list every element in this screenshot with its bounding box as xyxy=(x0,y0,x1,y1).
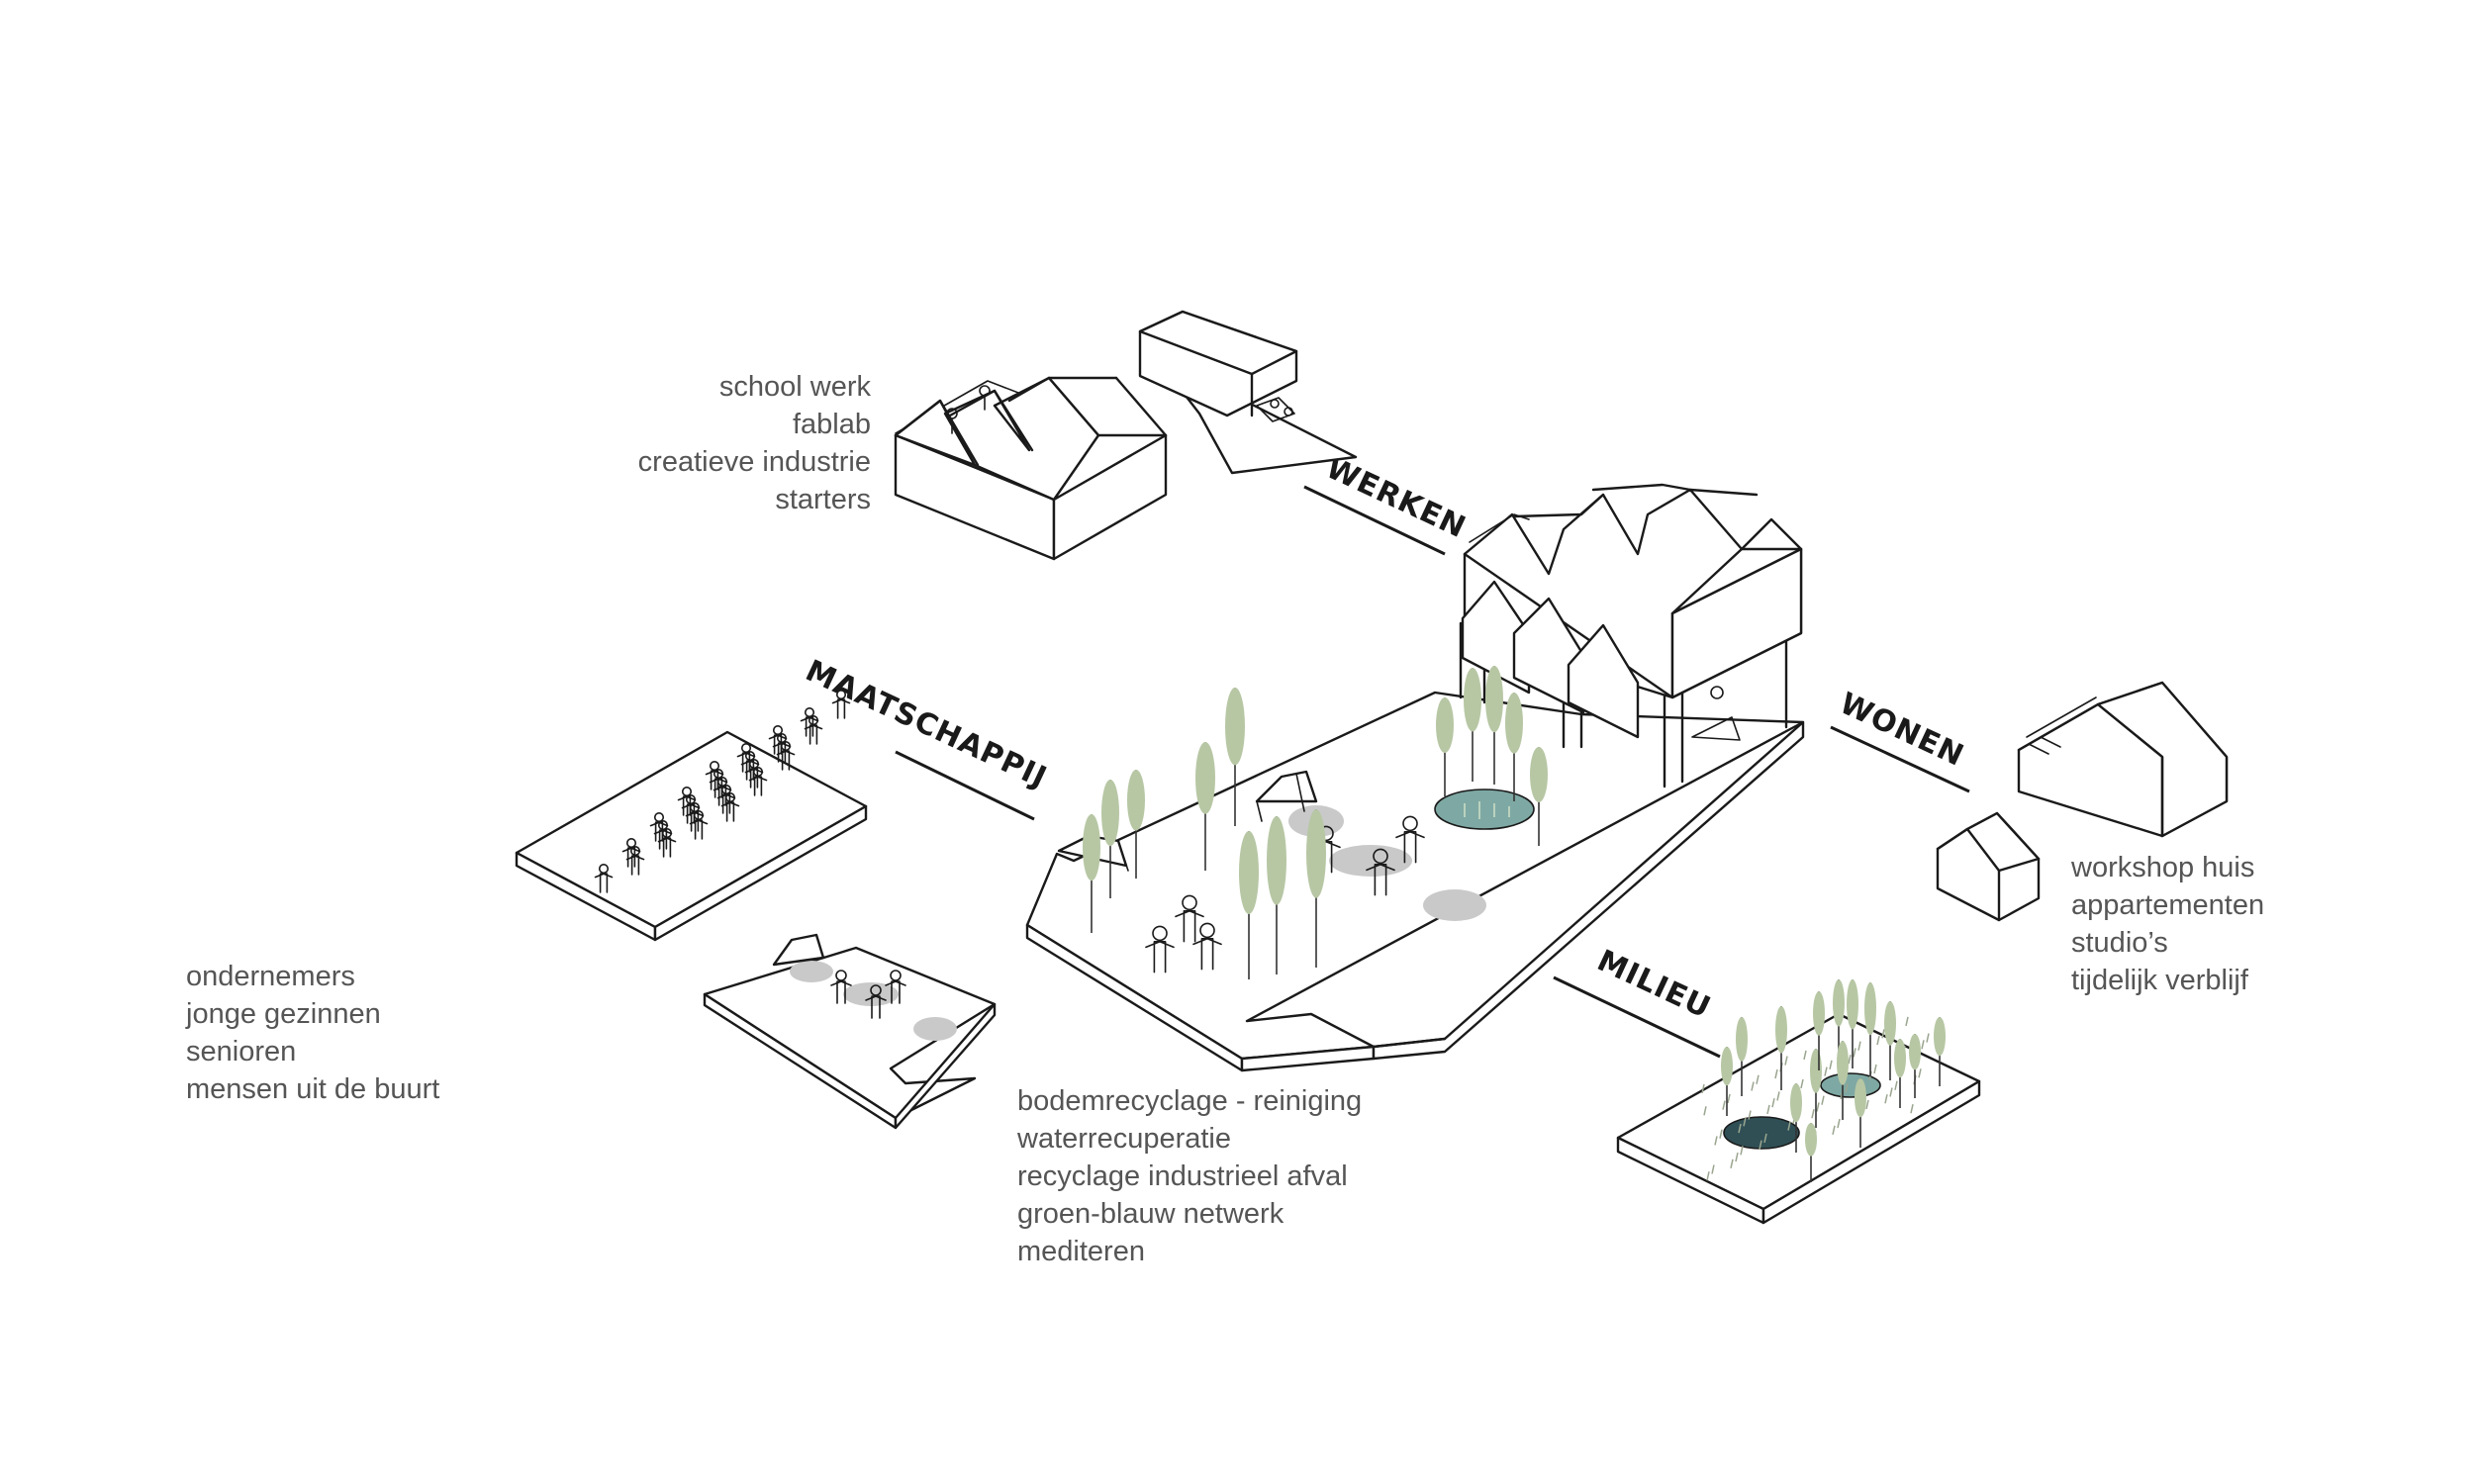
tree-icon xyxy=(1736,1017,1748,1096)
meeting-platform xyxy=(703,933,997,1130)
tent-icon xyxy=(772,933,825,967)
house-icon xyxy=(1936,811,2041,922)
person-icon xyxy=(1192,922,1222,971)
workshop-building-icon xyxy=(894,376,1168,561)
person-icon xyxy=(736,743,756,773)
person-icon xyxy=(831,690,851,719)
tree-icon xyxy=(1267,816,1286,974)
tree-icon xyxy=(1813,991,1825,1070)
tree-icon xyxy=(1195,742,1215,871)
leader-maatschappij xyxy=(895,750,1035,821)
person-icon xyxy=(800,707,819,737)
tree-icon xyxy=(1306,809,1326,968)
tree-icon xyxy=(1239,831,1259,979)
tree-group xyxy=(1083,666,1548,979)
central-site xyxy=(1025,483,1805,1072)
tree-icon xyxy=(1101,780,1119,898)
svg-text:workshop huis: workshop huis xyxy=(2070,852,2254,883)
svg-text:fablab: fablab xyxy=(793,409,871,440)
tree-icon xyxy=(1721,1047,1733,1116)
tree-icon xyxy=(1847,979,1858,1068)
person-icon xyxy=(768,725,788,755)
svg-text:jonge gezinnen: jonge gezinnen xyxy=(185,998,381,1030)
people-group xyxy=(1145,815,1425,974)
tree-icon xyxy=(1884,1001,1896,1080)
svg-text:creatieve industrie: creatieve industrie xyxy=(638,446,871,478)
tree-icon xyxy=(1775,1006,1787,1090)
tent-icon xyxy=(1255,770,1318,822)
svg-text:mediteren: mediteren xyxy=(1017,1236,1145,1267)
tree-icon xyxy=(1855,1078,1866,1148)
eco-platform xyxy=(1616,979,1981,1225)
tree-icon xyxy=(1909,1034,1921,1098)
tree-icon xyxy=(1127,770,1145,879)
label-maatschappij: MAATSCHAPPIJ xyxy=(801,654,1053,796)
pond-icon xyxy=(1723,1116,1800,1150)
tree-icon xyxy=(1505,693,1523,801)
svg-text:bodemrecyclage - reiniging: bodemrecyclage - reiniging xyxy=(1017,1085,1362,1117)
person-icon xyxy=(677,787,697,816)
leader-wonen xyxy=(1830,725,1970,793)
tree-icon xyxy=(1864,982,1876,1076)
person-icon xyxy=(830,970,852,1004)
tree-icon xyxy=(1485,666,1503,785)
svg-text:tijdelijk verblijf: tijdelijk verblijf xyxy=(2071,965,2249,996)
person-icon xyxy=(1175,894,1204,943)
hall-building-icon xyxy=(1459,483,1803,788)
svg-text:groen-blauw netwerk: groen-blauw netwerk xyxy=(1017,1198,1285,1230)
tree-group xyxy=(1721,979,1946,1182)
people-crowd xyxy=(594,690,851,893)
tree-icon xyxy=(1805,1123,1817,1182)
people-group xyxy=(830,970,906,1019)
tree-icon xyxy=(1083,814,1100,933)
person-icon xyxy=(1395,815,1425,864)
svg-text:school werk: school werk xyxy=(719,371,872,403)
svg-text:starters: starters xyxy=(775,484,871,515)
leader-werken xyxy=(1303,485,1446,556)
svg-text:recyclage industrieel afval: recyclage industrieel afval xyxy=(1017,1160,1348,1192)
leader-milieu xyxy=(1553,975,1721,1059)
person-icon xyxy=(885,970,906,1004)
svg-text:waterrecuperatie: waterrecuperatie xyxy=(1016,1123,1231,1155)
person-icon xyxy=(1145,925,1175,974)
tree-icon xyxy=(1837,1041,1849,1120)
person-icon xyxy=(705,761,724,790)
tree-icon xyxy=(1530,747,1548,846)
tree-icon xyxy=(1464,668,1481,782)
tree-icon xyxy=(1225,688,1245,826)
tree-icon xyxy=(1934,1017,1946,1086)
list-werken: school werk fablab creatieve industrie s… xyxy=(638,371,872,515)
svg-text:appartementen: appartementen xyxy=(2071,889,2264,921)
person-icon xyxy=(621,838,641,868)
house-icon xyxy=(2017,681,2229,838)
svg-text:senioren: senioren xyxy=(186,1036,296,1067)
list-milieu: bodemrecyclage - reiniging waterrecupera… xyxy=(1016,1085,1362,1267)
tree-icon xyxy=(1894,1039,1906,1108)
person-icon xyxy=(865,984,887,1019)
pond-icon xyxy=(1434,788,1535,830)
svg-text:ondernemers: ondernemers xyxy=(186,961,355,992)
svg-text:mensen uit de buurt: mensen uit de buurt xyxy=(186,1073,439,1105)
pond-icon xyxy=(1820,1072,1881,1098)
person-icon xyxy=(594,864,614,893)
tree-icon xyxy=(1790,1083,1802,1153)
list-wonen: workshop huis appartementen studio’s tij… xyxy=(2070,852,2264,996)
person-icon xyxy=(1366,848,1395,896)
svg-text:studio’s: studio’s xyxy=(2071,927,2168,959)
person-icon xyxy=(649,812,669,842)
list-maatschappij: ondernemers jonge gezinnen senioren mens… xyxy=(185,961,439,1105)
tree-icon xyxy=(1436,697,1454,796)
label-milieu: MILIEU xyxy=(1592,944,1717,1026)
crowd-platform xyxy=(515,690,868,942)
cube-building-icon xyxy=(1138,310,1358,475)
